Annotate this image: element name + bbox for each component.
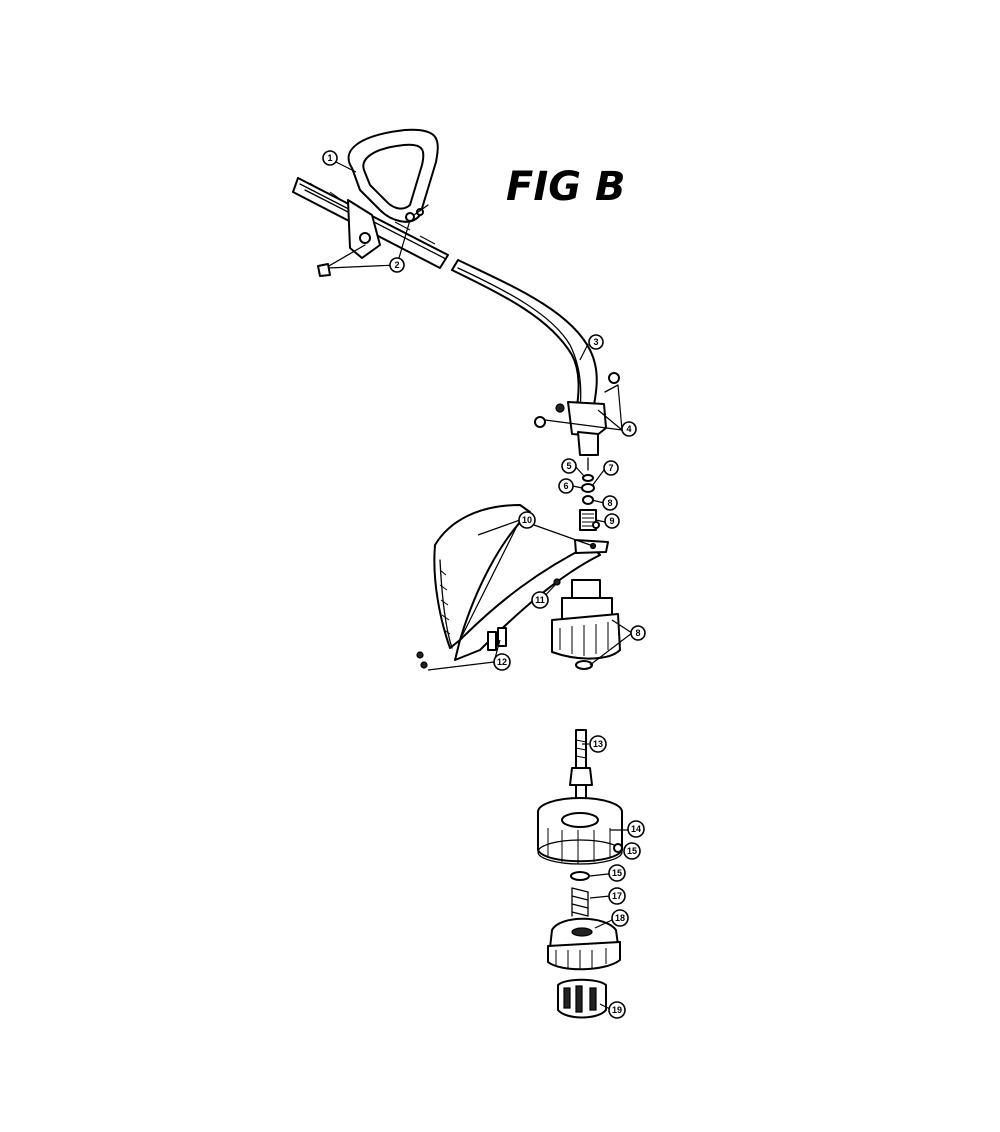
callout-19: 19 — [608, 1001, 626, 1019]
svg-text:1: 1 — [327, 153, 332, 163]
svg-text:2: 2 — [394, 260, 399, 270]
svg-text:13: 13 — [593, 739, 603, 749]
svg-text:14: 14 — [631, 824, 641, 834]
callout-6: 6 — [558, 478, 574, 494]
trimmer-bolt — [569, 729, 593, 806]
callout-8-lower: 8 — [630, 625, 646, 641]
svg-text:15: 15 — [627, 846, 637, 856]
callout-15-lower: 15 — [608, 864, 626, 882]
handle-bolt — [317, 244, 366, 277]
spool — [547, 917, 621, 971]
callout-2: 2 — [389, 257, 405, 273]
leader-lines — [327, 161, 633, 1011]
callout-7: 7 — [603, 460, 619, 476]
callout-17: 17 — [608, 887, 626, 905]
svg-text:18: 18 — [615, 913, 625, 923]
shaft-coupler — [534, 372, 620, 456]
callout-15-upper: 15 — [623, 842, 641, 860]
svg-text:15: 15 — [612, 868, 622, 878]
callout-4: 4 — [621, 421, 637, 437]
svg-text:8: 8 — [635, 628, 640, 638]
svg-text:12: 12 — [497, 657, 507, 667]
spool-spring — [571, 887, 589, 917]
svg-text:5: 5 — [566, 461, 571, 471]
handle-screws — [405, 204, 429, 222]
callout-10: 10 — [518, 511, 536, 529]
spool-housing — [537, 797, 623, 865]
shield-screws — [416, 627, 507, 669]
callout-14: 14 — [627, 820, 645, 838]
svg-text:8: 8 — [607, 498, 612, 508]
svg-text:11: 11 — [535, 595, 545, 605]
svg-text:17: 17 — [612, 891, 622, 901]
callout-8-upper: 8 — [602, 495, 618, 511]
callout-11: 11 — [531, 591, 549, 609]
callout-3: 3 — [588, 334, 604, 350]
spool-washer — [570, 871, 590, 881]
svg-text:6: 6 — [563, 481, 568, 491]
svg-text:9: 9 — [609, 516, 614, 526]
callout-1: 1 — [322, 150, 338, 166]
gear-head — [551, 578, 621, 670]
svg-text:3: 3 — [593, 337, 598, 347]
svg-text:7: 7 — [608, 463, 613, 473]
bump-knob — [557, 978, 607, 1019]
svg-text:10: 10 — [522, 515, 532, 525]
callout-12: 12 — [493, 653, 511, 671]
shaft-small-parts — [579, 457, 600, 531]
callout-18: 18 — [611, 909, 629, 927]
svg-text:19: 19 — [612, 1005, 622, 1015]
callout-9: 9 — [604, 513, 620, 529]
callout-5: 5 — [561, 458, 577, 474]
callout-13: 13 — [589, 735, 607, 753]
loop-handle — [347, 128, 439, 259]
svg-text:4: 4 — [626, 424, 631, 434]
lower-curved-shaft — [451, 259, 598, 413]
figure-title: FIG B — [506, 164, 625, 210]
